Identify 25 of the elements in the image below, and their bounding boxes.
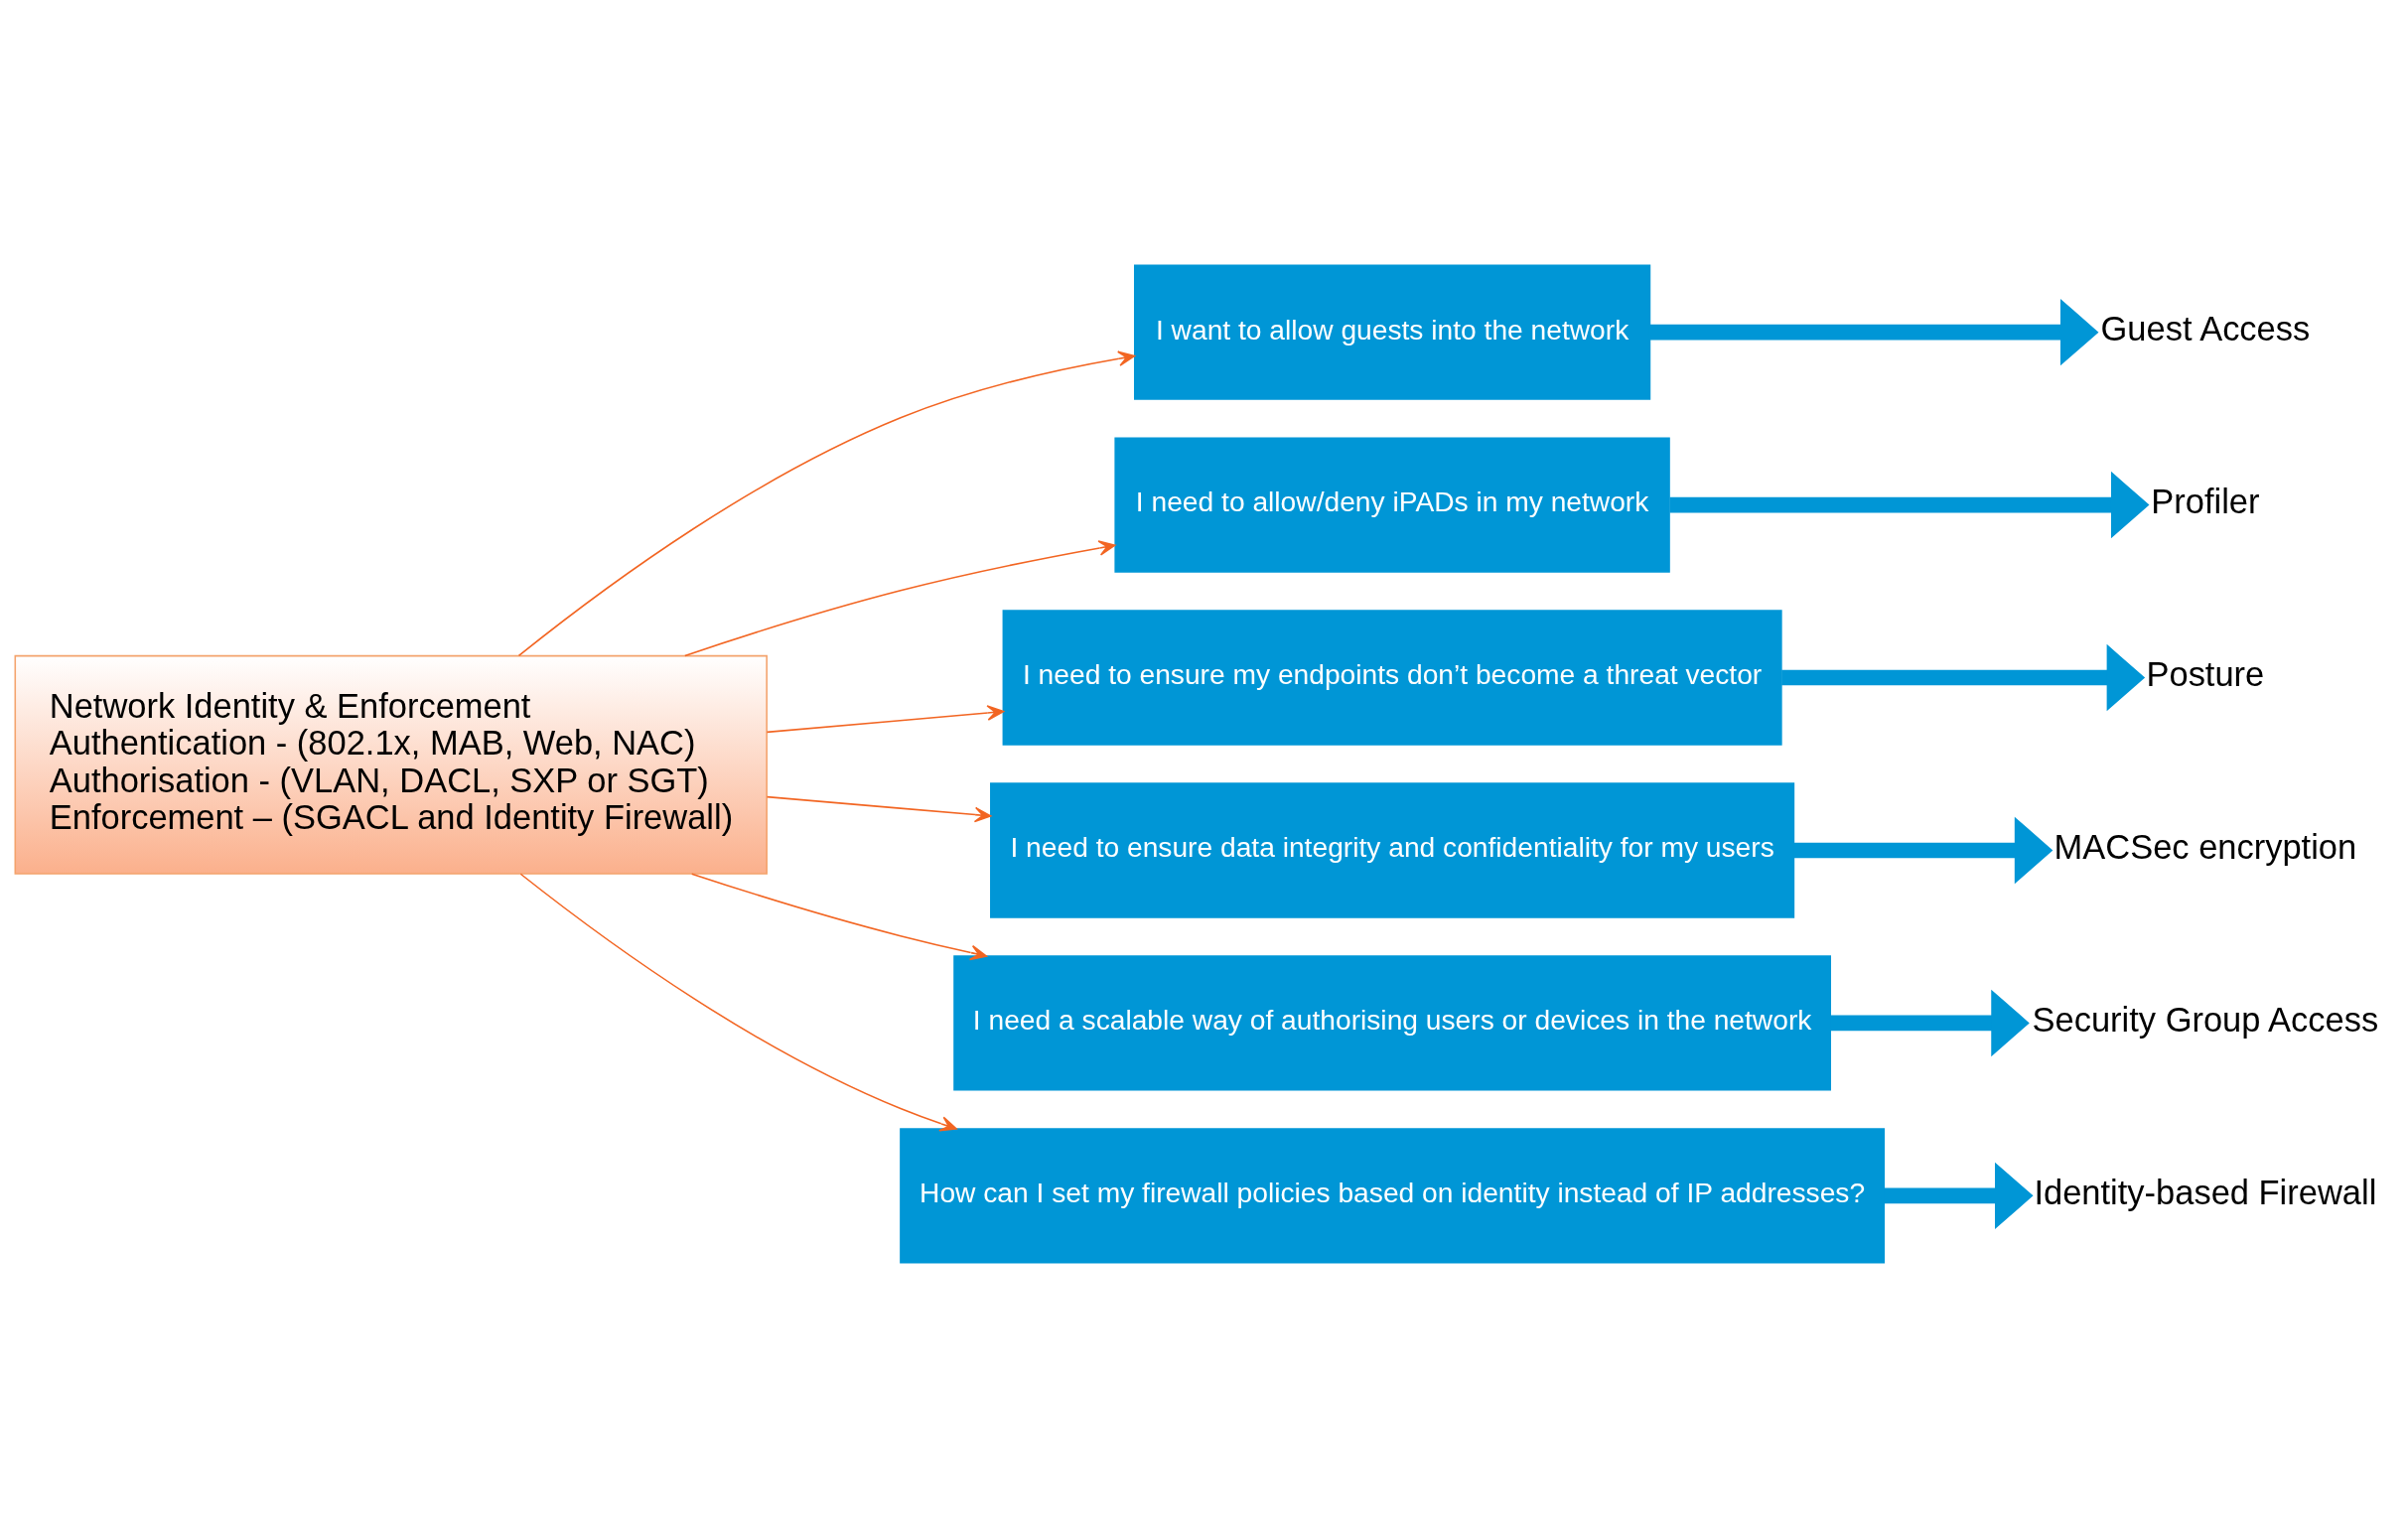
arrow [766, 704, 1005, 733]
arrow [517, 349, 1136, 656]
arrow [1884, 1162, 2034, 1229]
arrow [1793, 816, 2054, 884]
node-box: How can I set my firewall policies based on identity instead of IP addresses? [900, 1127, 1886, 1263]
node-box: Network Identity & Enforcement Authentication - (802.1x, MAB, Web, NAC) Authorisation - (VLAN, DACL, SXP or SGT) Enforcement – (SGACL and Identity Firewall) [14, 654, 768, 875]
arrow [1669, 471, 2150, 538]
node-box: I need a scalable way of authorising users or devices in the network [953, 954, 1831, 1091]
node-text: Guest Access [2100, 309, 2311, 347]
node-text: Security Group Access [2032, 1000, 2379, 1039]
arrow [690, 872, 988, 960]
arrow [1830, 989, 2030, 1056]
node-box: I need to ensure my endpoints don’t become a threat vector [1002, 609, 1782, 746]
node-text: Posture [2146, 654, 2265, 693]
arrow [684, 539, 1116, 656]
arrow [519, 872, 957, 1131]
arrow [1781, 643, 2146, 711]
arrow [766, 795, 992, 822]
node-text: Identity-based Firewall [2034, 1173, 2377, 1211]
node-text: MACSec encryption [2054, 827, 2357, 866]
node-box: I want to allow guests into the network [1134, 264, 1651, 400]
node-text: Profiler [2151, 482, 2260, 520]
node-box: I need to ensure data integrity and confidentiality for my users [990, 781, 1795, 918]
node-box: I need to allow/deny iPADs in my network [1114, 436, 1670, 573]
arrow [1649, 298, 2099, 365]
